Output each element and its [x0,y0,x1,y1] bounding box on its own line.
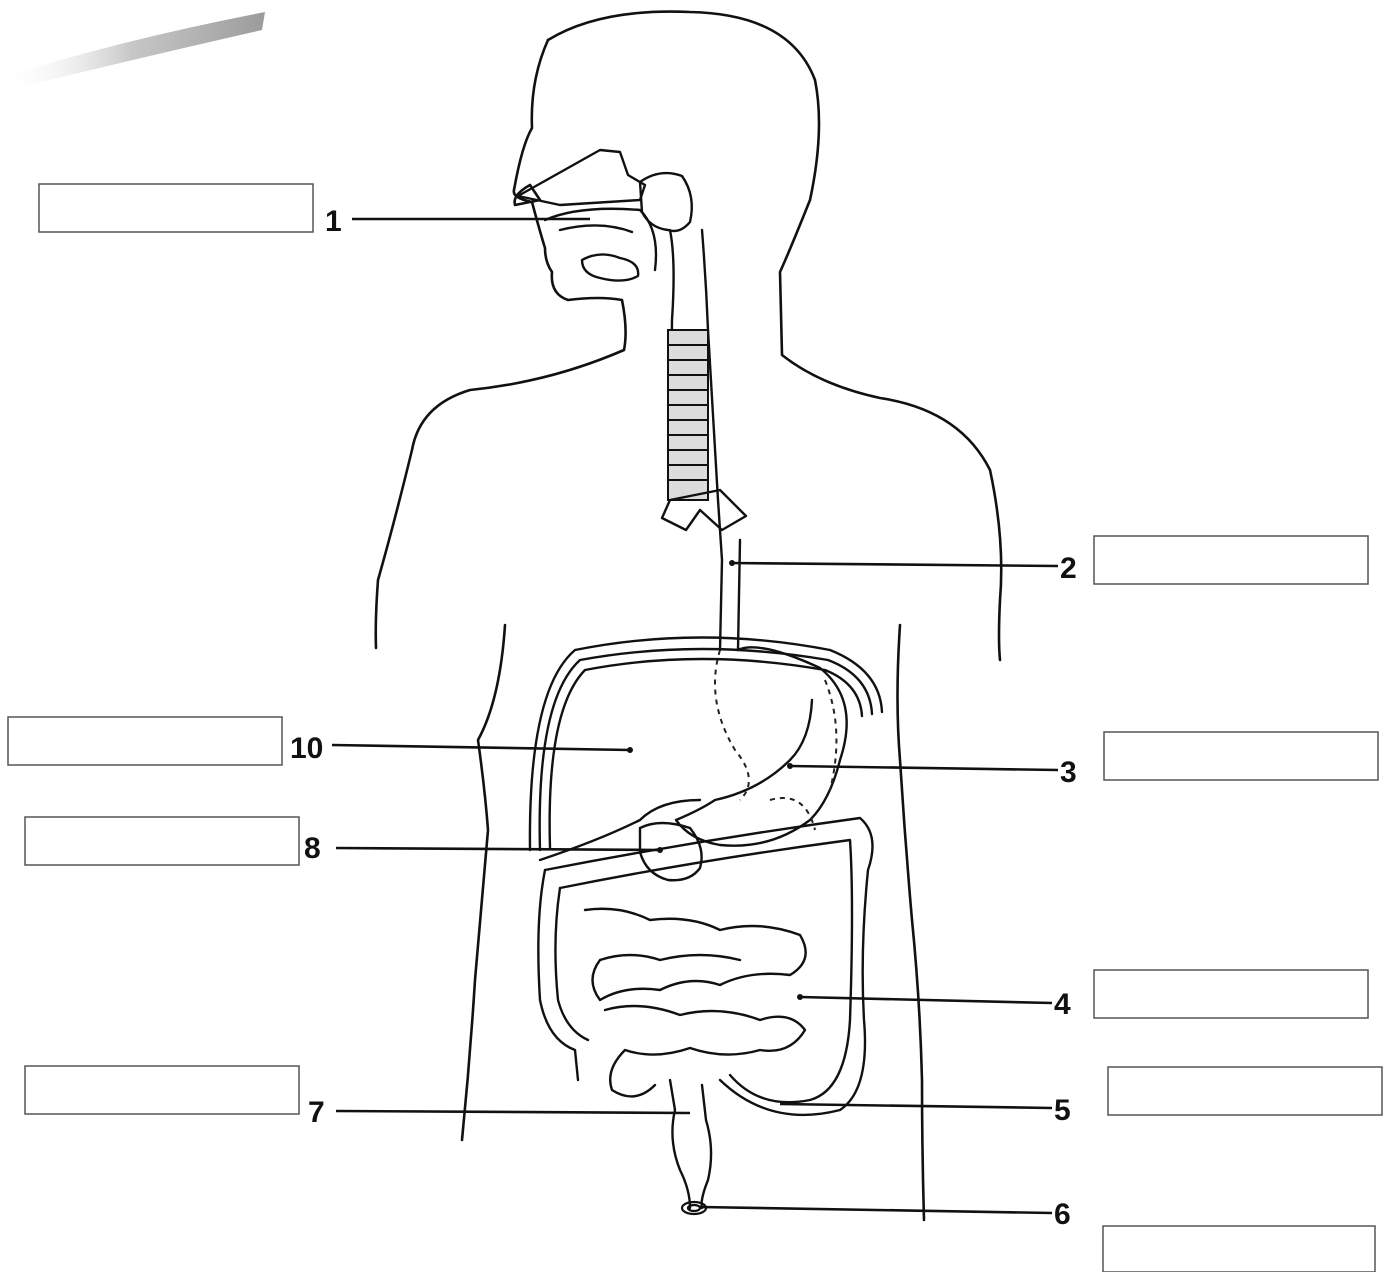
body-outline [376,12,1002,1220]
label-10-number: 10 [290,732,323,765]
answer-box-1[interactable] [39,184,313,232]
trachea [662,330,746,530]
answer-box-10[interactable] [8,717,282,765]
answer-box-6[interactable] [1103,1226,1375,1272]
answer-box-7[interactable] [25,1066,299,1114]
label-5-number: 5 [1054,1094,1071,1127]
answer-box-8[interactable] [25,817,299,865]
label-6-number: 6 [1054,1198,1071,1231]
label-1-number: 1 [325,205,342,238]
answer-box-2[interactable] [1094,536,1368,584]
label-8-number: 8 [304,832,321,865]
label-2-number: 2 [1060,552,1077,585]
label-3-number: 3 [1060,756,1077,789]
answer-box-4[interactable] [1094,970,1368,1018]
scan-smear [0,12,265,92]
label-4-number: 4 [1054,988,1071,1021]
answer-box-3[interactable] [1104,732,1378,780]
answer-box-5[interactable] [1108,1067,1382,1115]
label-7-number: 7 [308,1096,325,1129]
